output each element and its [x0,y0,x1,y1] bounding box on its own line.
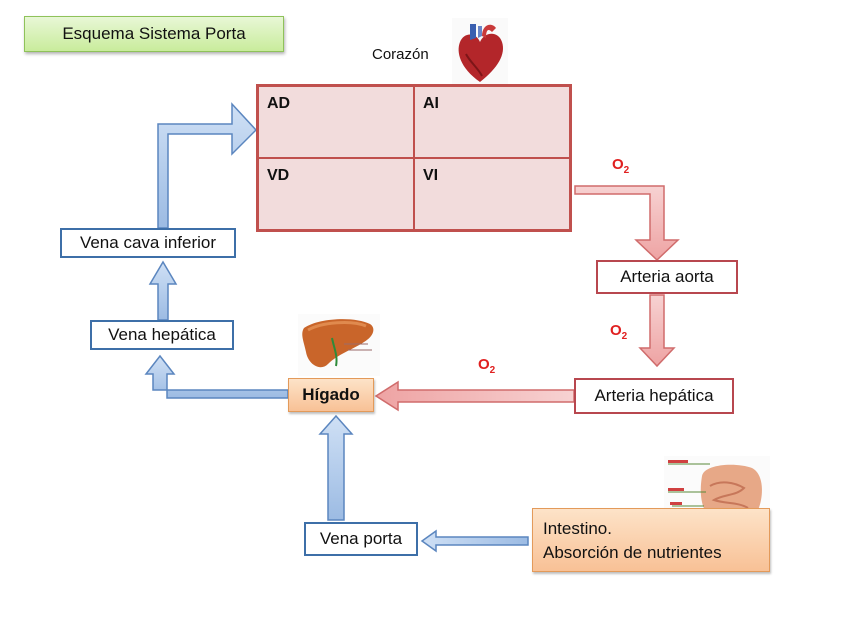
intestino-title: Intestino. [543,519,612,538]
arrow-vi-to-aorta [574,185,680,262]
chamber-ai: AI [414,86,570,158]
o2-label-liver: O2 [478,356,496,376]
diagram-title: Esquema Sistema Porta [24,16,284,52]
heart-label: Corazón [372,46,429,63]
node-vena-cava-inferior: Vena cava inferior [60,228,236,258]
chamber-vi: VI [414,158,570,230]
chamber-ad: AD [258,86,414,158]
chamber-vd: VD [258,158,414,230]
node-vena-porta: Vena porta [304,522,418,556]
heart-chambers: AD AI VD VI [256,84,572,232]
node-intestino: Intestino. Absorción de nutrientes [532,508,770,572]
o2-label-hepatic-artery: O2 [610,322,628,342]
heart-image [452,18,508,86]
node-vena-hepatica: Vena hepática [90,320,234,350]
arrow-vena-cava-to-atrium [157,102,258,229]
node-arteria-hepatica: Arteria hepática [574,378,734,414]
node-arteria-aorta: Arteria aorta [596,260,738,294]
intestino-subtitle: Absorción de nutrientes [543,543,722,562]
arrow-vena-porta-to-higado [318,414,354,521]
arrow-aorta-to-arteria-hepatica [638,294,676,368]
arrow-intestino-to-vena-porta [420,529,529,553]
arrow-higado-to-vena-hepatica [144,354,289,399]
arrow-vena-hepatica-to-cava [148,260,178,321]
liver-image [298,314,380,376]
o2-label-aorta: O2 [612,156,630,176]
arrow-arteria-hepatica-to-higado [374,380,575,412]
node-higado: Hígado [288,378,374,412]
